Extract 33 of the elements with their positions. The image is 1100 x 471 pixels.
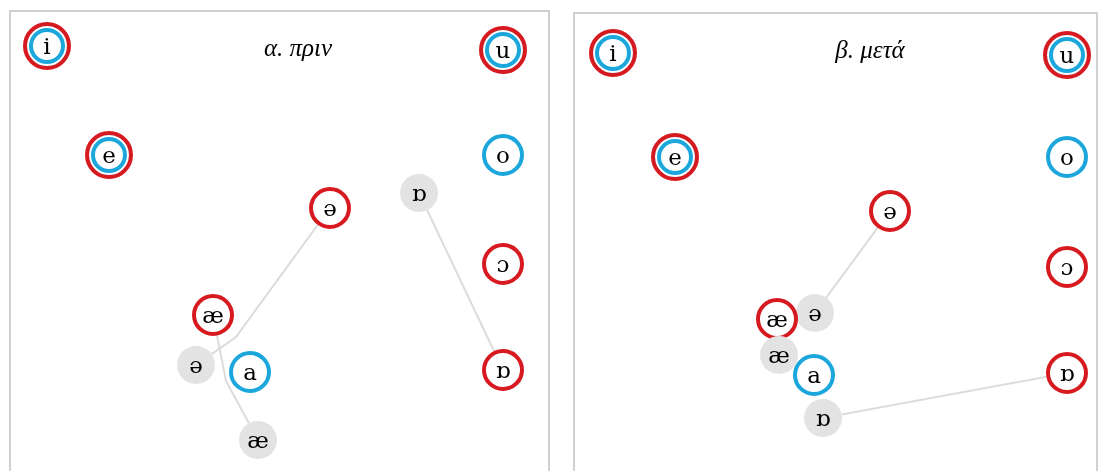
vowel-marker: ɒ bbox=[482, 349, 524, 391]
vowel-marker: u bbox=[1043, 31, 1091, 79]
vowel-marker: a bbox=[793, 354, 835, 396]
vowel-marker: e bbox=[651, 133, 699, 181]
vowel-marker: o bbox=[482, 134, 524, 176]
vowel-marker: ɒ bbox=[1046, 352, 1088, 394]
shifted-vowel-marker: ə bbox=[796, 294, 834, 332]
panel-title: α. πριν bbox=[263, 34, 333, 62]
vowel-marker: o bbox=[1046, 136, 1088, 178]
panel-title: β. μετά bbox=[835, 36, 905, 64]
vowel-marker: æ bbox=[192, 294, 234, 336]
vowel-marker: i bbox=[23, 22, 71, 70]
vowel-marker: a bbox=[229, 351, 271, 393]
shifted-vowel-marker: ɒ bbox=[400, 174, 438, 212]
connector-line bbox=[210, 223, 319, 356]
connector-line bbox=[840, 375, 1048, 416]
chart-panel bbox=[9, 10, 550, 471]
vowel-marker: æ bbox=[756, 298, 798, 340]
vowel-marker: ə bbox=[309, 187, 351, 229]
shifted-vowel-marker: ə bbox=[177, 346, 215, 384]
shifted-vowel-marker: æ bbox=[239, 421, 277, 459]
vowel-marker: e bbox=[85, 131, 133, 179]
connector-line bbox=[825, 226, 879, 299]
vowel-marker: ə bbox=[869, 190, 911, 232]
connector-line bbox=[216, 334, 250, 425]
shifted-vowel-marker: ɒ bbox=[804, 399, 842, 437]
connector-line bbox=[426, 209, 495, 353]
chart-panel bbox=[573, 12, 1098, 471]
vowel-marker: i bbox=[589, 29, 637, 77]
vowel-marker: ɔ bbox=[1046, 246, 1088, 288]
vowel-marker: ɔ bbox=[482, 243, 524, 285]
vowel-marker: u bbox=[479, 26, 527, 74]
shifted-vowel-marker: æ bbox=[760, 336, 798, 374]
